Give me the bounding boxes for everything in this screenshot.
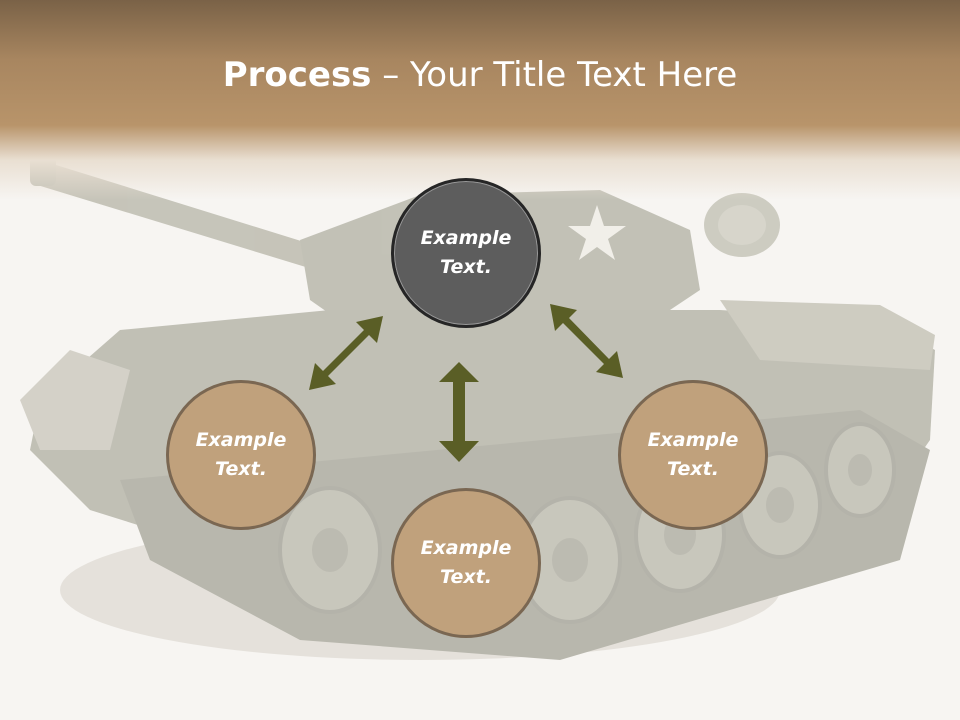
circle-left-label: Example Text. [195, 429, 287, 480]
process-circle-main[interactable]: Example Text. [391, 178, 541, 328]
arrow-left-double [309, 316, 383, 390]
arrow-right-double [550, 304, 623, 378]
title-bar [0, 0, 960, 200]
process-circle-right[interactable]: Example Text. [618, 380, 768, 530]
process-circle-left[interactable]: Example Text. [166, 380, 316, 530]
slide-title: Process – Your Title Text Here [0, 52, 960, 98]
arrow-down-double [439, 362, 479, 462]
title-bold: Process [222, 55, 372, 95]
process-circle-bottom[interactable]: Example Text. [391, 488, 541, 638]
circle-right-label: Example Text. [647, 429, 739, 480]
circle-bottom-label: Example Text. [420, 537, 512, 588]
title-rest: – Your Title Text Here [371, 55, 738, 95]
circle-main-label: Example Text. [420, 227, 512, 278]
